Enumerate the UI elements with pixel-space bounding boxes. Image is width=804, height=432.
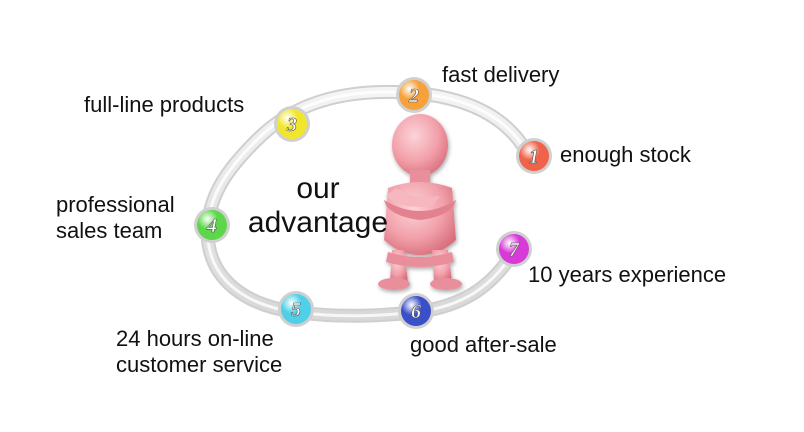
badge-7-circle bbox=[499, 234, 529, 264]
label-good-after-sale: good after-sale bbox=[410, 332, 557, 358]
badge-6-number: 6 bbox=[411, 301, 421, 323]
badge-2: 2 bbox=[396, 77, 432, 113]
label-professional-line-2: sales team bbox=[56, 218, 163, 243]
label-fast-delivery-line-1: fast delivery bbox=[442, 62, 560, 87]
center-title-line-1: our bbox=[296, 172, 340, 205]
pink-figure bbox=[378, 114, 462, 290]
badge-5: 5 bbox=[278, 291, 314, 327]
label-24-hours-line-1: 24 hours on-line bbox=[116, 326, 274, 351]
badge-5-circle bbox=[281, 294, 311, 324]
center-title-line-2: advantage bbox=[247, 206, 389, 239]
label-24-hours-line-2: customer service bbox=[116, 352, 283, 377]
label-10-years-experience: 10 years experience bbox=[528, 262, 726, 288]
label-enough-stock-line-1: enough stock bbox=[560, 142, 691, 167]
badge-7: 7 bbox=[496, 231, 532, 267]
badge-4: 4 bbox=[194, 207, 230, 243]
badge-6: 6 bbox=[398, 293, 434, 329]
label-professional-sales-team: professional sales team bbox=[56, 192, 175, 244]
badge-5-number: 5 bbox=[291, 299, 301, 321]
badge-2-number: 2 bbox=[408, 85, 419, 107]
badge-2-circle bbox=[399, 80, 429, 110]
badge-4-circle bbox=[197, 210, 227, 240]
badge-1-number: 1 bbox=[529, 146, 539, 168]
badge-7-number: 7 bbox=[509, 239, 520, 261]
badge-4-number: 4 bbox=[206, 215, 217, 237]
label-full-line-products: full-line products bbox=[84, 92, 244, 118]
badge-3-number: 3 bbox=[286, 114, 297, 136]
label-fast-delivery: fast delivery bbox=[442, 62, 559, 88]
center-title: our advantage bbox=[228, 172, 408, 240]
numbered-badges: 1 2 3 4 5 6 7 bbox=[194, 77, 552, 329]
label-good-after-sale-line-1: good after-sale bbox=[410, 332, 557, 357]
badge-3-circle bbox=[277, 109, 307, 139]
label-full-line-products-line-1: full-line products bbox=[84, 92, 245, 117]
badge-3: 3 bbox=[274, 106, 310, 142]
badge-6-circle bbox=[401, 296, 431, 326]
label-24-hours-service: 24 hours on-line customer service bbox=[116, 326, 282, 378]
badge-1: 1 bbox=[516, 138, 552, 174]
label-enough-stock: enough stock bbox=[560, 142, 691, 168]
label-professional-line-1: professional bbox=[56, 192, 175, 217]
badge-1-circle bbox=[519, 141, 549, 171]
label-10-years-line-1: 10 years experience bbox=[528, 262, 727, 287]
